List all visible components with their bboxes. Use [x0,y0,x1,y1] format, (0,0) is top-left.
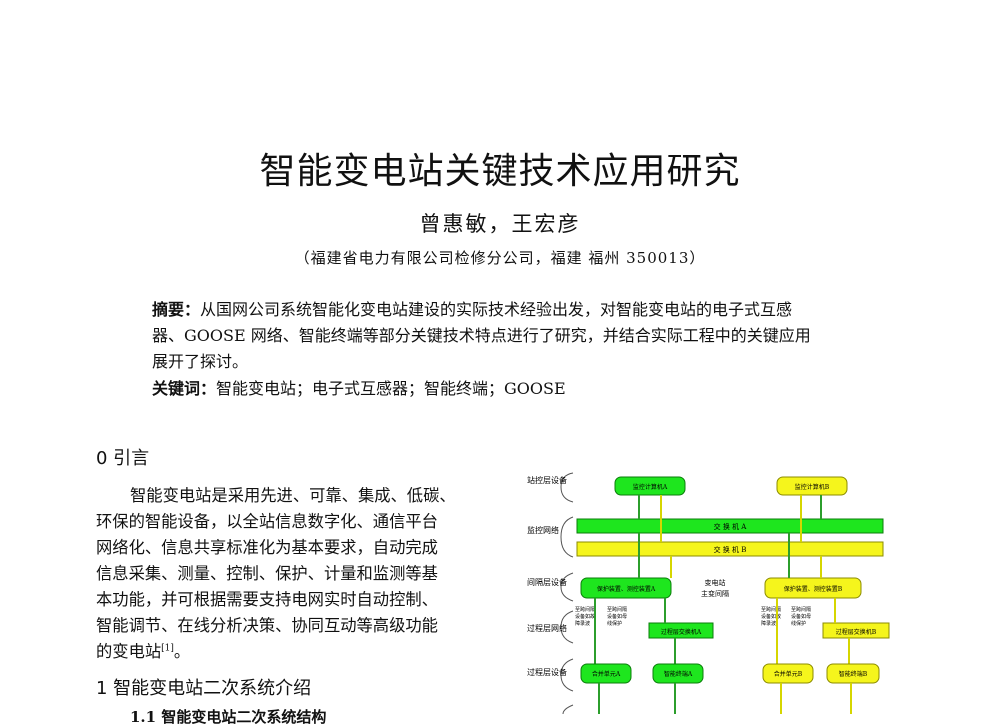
body-line: 环保的智能设备，以全站信息数字化、通信平台 [96,512,438,531]
smart-terminal-a-label: 智能终端A [664,670,693,678]
body-line: 智能变电站是采用先进、可靠、集成、低碳、 [130,486,456,505]
smart-terminal-b-label: 智能终端B [839,670,868,678]
note-b2: 至跨间隔 [791,606,811,613]
layer-brackets [560,472,574,714]
bay-label-line2: 主变间隔 [701,589,729,598]
bay-links-green [638,533,790,578]
protection-device-a-label: 保护装置、测控装置A [597,585,656,593]
authors: 曾惠敏，王宏彦 [419,212,581,236]
monitor-computer-b [776,476,848,496]
end-mark: 。 [173,642,191,661]
note-a1: 至跨间隔 [575,606,595,613]
layer-label-bay: 间隔层设备 [527,577,567,587]
section-1-heading: 1 智能变电站二次系统介绍 [96,678,312,699]
keywords: 关键词：智能变电站；电子式互感器；智能终端；GOOSE [152,379,852,399]
process-switch-a [648,622,714,639]
monitor-computer-a-label: 监控计算机A [633,483,668,491]
abstract-text: 从国网公司系统智能化变电站建设的实际技术经验出发，对智能变电站的电子式互感 [200,300,793,319]
keywords-label: 关键词： [152,379,217,398]
process-switch-a-label: 过程层交换机A [661,628,702,636]
paper-title: 智能变电站关键技术应用研究 [259,151,741,192]
switch-b-label: 交 换 机 B [714,545,747,554]
smart-terminal-a [652,663,704,684]
protection-device-b [764,577,862,599]
layer-label-process-net: 过程层网络 [527,623,567,633]
smart-terminal-b [826,663,880,684]
abstract-line-2: 器、GOOSE 网络、智能终端等部分关键技术特点进行了研究，并结合实际工程中的关… [152,326,811,345]
protection-device-a [580,577,672,599]
protection-device-b-label: 保护装置、测控装置B [784,585,843,593]
note-a1b: 设备如故 [575,613,595,620]
note-b1c: 障录波 [761,620,776,627]
bottom-links-green [598,683,676,714]
bay-links-yellow [670,556,822,578]
layer-label-monitor-net: 监控网络 [527,525,559,535]
body-line: 的变电站[1]。 [96,638,190,662]
abstract-line-3: 展开了探讨。 [152,352,249,371]
merging-unit-a-label: 合并单元A [592,670,621,678]
note-a2: 至跨间隔 [607,606,627,613]
switch-b-bar [576,541,884,557]
body-line-text: 的变电站 [96,642,162,661]
note-a2b: 设备如母 [607,613,627,620]
body-line: 信息采集、测量、控制、保护、计量和监测等基 [96,564,438,583]
layer-label-station: 站控层设备 [527,475,567,485]
merging-unit-b-label: 合并单元B [774,670,803,678]
merging-unit-b [762,663,814,684]
abstract-line-1: 摘要：从国网公司系统智能化变电站建设的实际技术经验出发，对智能变电站的电子式互感 [152,300,852,320]
keywords-text: 智能变电站；电子式互感器；智能终端；GOOSE [216,379,566,398]
switch-a-label: 交 换 机 A [714,522,748,531]
process-switch-b-label: 过程层交换机B [836,628,877,636]
monitor-computer-b-label: 监控计算机B [795,483,830,491]
abstract-label: 摘要： [152,300,201,319]
body-line: 本功能，并可根据需要支持电网实时自动控制、 [96,590,438,609]
note-b2b: 设备如母 [791,613,811,620]
merging-unit-a [580,663,632,684]
body-line: 网络化、信息共享标准化为基本要求，自动完成 [96,538,438,557]
process-links-yellow [776,598,850,664]
note-a2c: 线保护 [607,620,622,627]
monitor-computer-a [614,476,686,496]
layer-label-process-dev: 过程层设备 [527,667,567,677]
station-links-green [638,495,822,519]
body-line: 智能调节、在线分析决策、协同互动等高级功能 [96,616,438,635]
system-structure-figure: 站控层设备 监控网络 间隔层设备 过程层网络 过程层设备 监控计算机A 监控计算… [515,465,927,714]
switch-a-bar [576,518,884,534]
section-0-heading: 0 引言 [96,448,150,469]
note-b1: 至跨间隔 [761,606,781,613]
note-b2c: 线保护 [791,620,806,627]
note-a1c: 障录波 [575,620,590,627]
subsection-1-1-heading: 1.1 智能变电站二次系统结构 [130,708,327,726]
bottom-links-yellow [780,683,852,714]
station-links-yellow [660,495,802,542]
process-links-green [594,598,676,664]
citation: [1] [161,643,174,654]
affiliation: （福建省电力有限公司检修分公司，福建 福州 350013） [294,249,706,267]
bay-label-line1: 变电站 [705,578,726,587]
process-switch-b [822,622,890,639]
note-b1b: 设备如故 [761,613,781,620]
